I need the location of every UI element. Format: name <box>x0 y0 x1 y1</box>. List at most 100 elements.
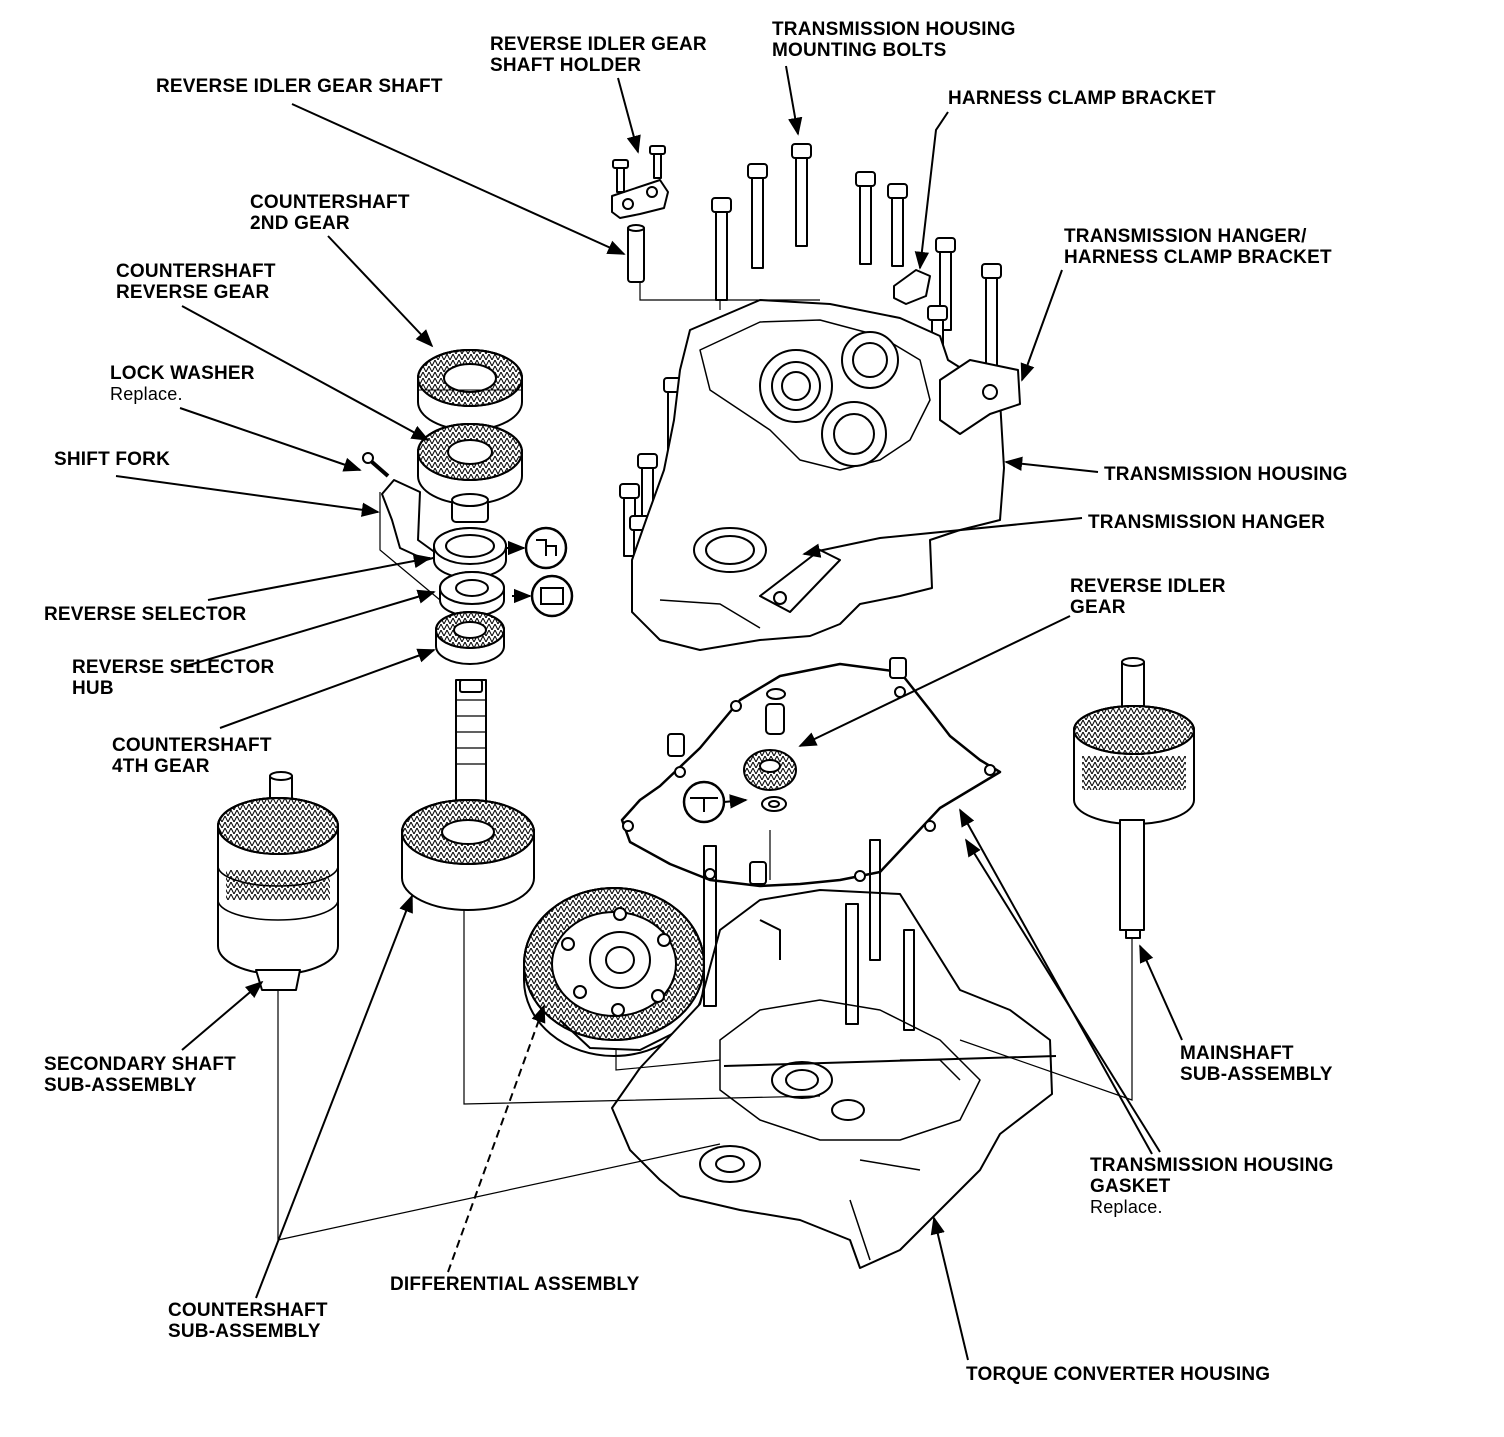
countershaft-reverse-gear-part <box>417 423 523 505</box>
reverse-selector-part <box>433 527 507 579</box>
label-line: DIFFERENTIAL ASSEMBLY <box>390 1274 640 1295</box>
leader-differential <box>447 1004 546 1273</box>
label-line: REVERSE IDLER GEAR <box>490 34 707 55</box>
reverse-idler-gear-shaft-part <box>627 224 645 283</box>
label-secondary-shaft-sub-assembly: SECONDARY SHAFT SUB-ASSEMBLY <box>44 1054 236 1096</box>
label-line: SUB-ASSEMBLY <box>44 1075 197 1096</box>
label-line: TRANSMISSION HOUSING <box>1104 464 1348 485</box>
reverse-idler-gear-shaft-holder-part <box>611 145 669 219</box>
leader-transmission-housing <box>1004 456 1099 473</box>
leader-mounting-bolts <box>785 65 803 136</box>
label-countershaft-reverse-gear: COUNTERSHAFT REVERSE GEAR <box>116 261 276 303</box>
countershaft-sub-assembly-part <box>401 679 535 911</box>
leader-countershaft-sub-assembly <box>255 894 413 1299</box>
label-line: COUNTERSHAFT <box>116 261 276 282</box>
leader-harness-clamp-bracket <box>914 111 949 270</box>
label-transmission-hanger: TRANSMISSION HANGER <box>1088 512 1325 533</box>
label-reverse-selector: REVERSE SELECTOR <box>44 604 246 625</box>
label-transmission-housing: TRANSMISSION HOUSING <box>1104 464 1348 485</box>
leader-gasket-2 <box>965 838 1161 1153</box>
label-line: SUB-ASSEMBLY <box>1180 1064 1333 1085</box>
countershaft-2nd-gear-part <box>417 349 523 431</box>
leader-reverse-idler-gear <box>798 615 1071 747</box>
label-transmission-housing-mounting-bolts: TRANSMISSION HOUSING MOUNTING BOLTS <box>772 19 1016 61</box>
secondary-shaft-sub-assembly-part <box>217 771 339 991</box>
needle-bearing-part <box>451 493 489 523</box>
label-reverse-selector-hub: REVERSE SELECTOR HUB <box>72 657 274 699</box>
leader-countershaft-reverse-gear <box>181 305 430 441</box>
label-transmission-hanger-harness-clamp-bracket: TRANSMISSION HANGER/ HARNESS CLAMP BRACK… <box>1064 226 1332 268</box>
label-countershaft-2nd-gear: COUNTERSHAFT 2ND GEAR <box>250 192 410 234</box>
label-reverse-idler-gear: REVERSE IDLER GEAR <box>1070 576 1226 618</box>
leader-countershaft-4th-gear <box>219 648 436 729</box>
leader-secondary-shaft <box>181 980 264 1051</box>
sealant-symbol-icon <box>682 780 748 824</box>
label-countershaft-sub-assembly: COUNTERSHAFT SUB-ASSEMBLY <box>168 1300 328 1342</box>
countershaft-4th-gear-part <box>435 611 505 665</box>
transmission-housing-gasket-part <box>620 657 1002 888</box>
lock-washer-part <box>362 452 390 478</box>
label-line: COUNTERSHAFT <box>112 735 272 756</box>
leader-countershaft-2nd-gear <box>327 235 434 348</box>
label-lock-washer: LOCK WASHER Replace. <box>110 363 255 405</box>
label-line: SECONDARY SHAFT <box>44 1054 236 1075</box>
label-differential-assembly: DIFFERENTIAL ASSEMBLY <box>390 1274 639 1295</box>
label-line: MAINSHAFT <box>1180 1043 1294 1064</box>
leader-transmission-hanger-bracket <box>1020 269 1063 382</box>
label-mainshaft-sub-assembly: MAINSHAFT SUB-ASSEMBLY <box>1180 1043 1333 1085</box>
reverse-idler-gear-part <box>743 688 797 812</box>
reverse-selector-hub-part <box>439 571 505 617</box>
label-line: GEAR <box>1070 597 1126 618</box>
torque-converter-housing-part <box>611 839 1053 1269</box>
label-reverse-idler-gear-shaft: REVERSE IDLER GEAR SHAFT <box>156 76 443 97</box>
label-line: 4TH GEAR <box>112 756 210 777</box>
label-line: MOUNTING BOLTS <box>772 40 947 61</box>
label-line: TRANSMISSION HANGER/ <box>1064 226 1307 247</box>
label-line: SHAFT HOLDER <box>490 55 642 76</box>
oil-symbol-icon <box>512 574 574 618</box>
label-line: COUNTERSHAFT <box>168 1300 328 1321</box>
label-note: Replace. <box>110 384 183 404</box>
label-line: TRANSMISSION HOUSING <box>1090 1155 1334 1176</box>
leader-shift-fork <box>115 475 380 517</box>
label-line: GASKET <box>1090 1176 1171 1197</box>
leader-secondary-to-torque <box>723 1055 1057 1067</box>
leader-reverse-idler-gear-shaft <box>291 103 626 255</box>
label-transmission-housing-gasket: TRANSMISSION HOUSING GASKET Replace. <box>1090 1155 1334 1218</box>
leader-shaft-holder <box>617 77 641 154</box>
label-line: HARNESS CLAMP BRACKET <box>948 88 1216 109</box>
leader-lock-washer <box>179 407 362 472</box>
label-line: TRANSMISSION HOUSING <box>772 19 1016 40</box>
label-reverse-idler-gear-shaft-holder: REVERSE IDLER GEAR SHAFT HOLDER <box>490 34 707 76</box>
label-line: REVERSE SELECTOR <box>72 657 275 678</box>
label-note: Replace. <box>1090 1197 1163 1217</box>
leader-lines <box>115 65 1183 1361</box>
leader-torque-converter-housing <box>930 1216 969 1361</box>
label-shift-fork: SHIFT FORK <box>54 449 170 470</box>
label-line: 2ND GEAR <box>250 213 350 234</box>
leader-mainshaft <box>1139 944 1183 1041</box>
leader-reverse-selector <box>207 553 432 601</box>
label-line: REVERSE SELECTOR <box>44 604 247 625</box>
harness-clamp-bracket-part <box>893 269 931 305</box>
label-line: HUB <box>72 678 114 699</box>
differential-assembly-part <box>523 887 705 1057</box>
label-line: TRANSMISSION HANGER <box>1088 512 1326 533</box>
label-line: REVERSE IDLER <box>1070 576 1226 597</box>
leader-reverse-selector-hub <box>185 589 436 667</box>
label-line: TORQUE CONVERTER HOUSING <box>966 1364 1271 1385</box>
label-line: SUB-ASSEMBLY <box>168 1321 321 1342</box>
label-harness-clamp-bracket: HARNESS CLAMP BRACKET <box>948 88 1216 109</box>
leader-transmission-hanger <box>802 517 1083 558</box>
label-line: REVERSE IDLER GEAR SHAFT <box>156 76 443 97</box>
label-line: SHIFT FORK <box>54 449 170 470</box>
transmission-housing-part <box>631 299 1021 651</box>
label-countershaft-4th-gear: COUNTERSHAFT 4TH GEAR <box>112 735 272 777</box>
label-line: HARNESS CLAMP BRACKET <box>1064 247 1332 268</box>
leader-gasket <box>959 808 1153 1155</box>
label-torque-converter-housing: TORQUE CONVERTER HOUSING <box>966 1364 1270 1385</box>
label-line: COUNTERSHAFT <box>250 192 410 213</box>
grease-symbol-icon <box>506 526 568 570</box>
